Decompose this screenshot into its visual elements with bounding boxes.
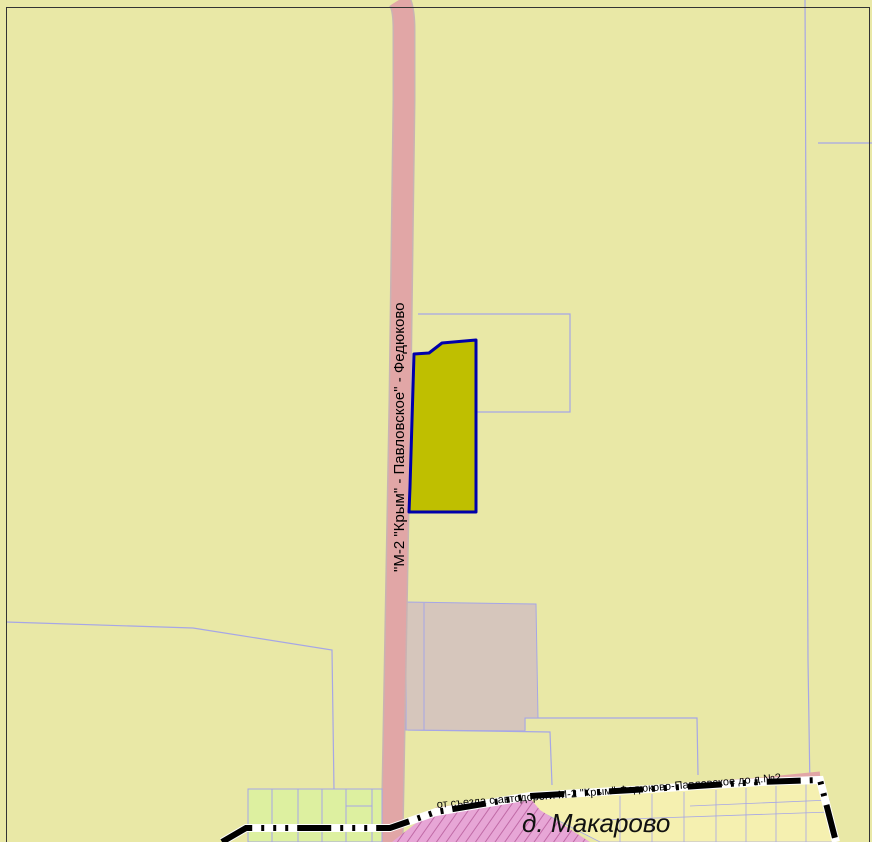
map-frame	[6, 7, 870, 842]
parcel-boundary-east	[804, 0, 811, 791]
garden-plot-dividers	[271, 789, 373, 842]
garden-plots[interactable]	[247, 788, 383, 842]
settlement-zone[interactable]	[392, 798, 590, 842]
industrial-parcel[interactable]	[405, 601, 539, 732]
selected-parcel[interactable]	[407, 338, 478, 514]
main-road-label: "М-2 "Крым" - Павловское" - Федюково	[391, 303, 408, 573]
settlement-boundary[interactable]	[220, 776, 839, 842]
parcel-boundary-north	[418, 313, 571, 413]
parcel-boundary-west	[5, 621, 335, 791]
settlement-label: д. Макарово	[522, 808, 670, 838]
lot-line	[599, 811, 831, 821]
settlement-lot-lines	[599, 784, 831, 842]
garden-plots-area	[247, 788, 383, 842]
lot-line	[689, 799, 831, 807]
main-road[interactable]	[382, 0, 414, 842]
